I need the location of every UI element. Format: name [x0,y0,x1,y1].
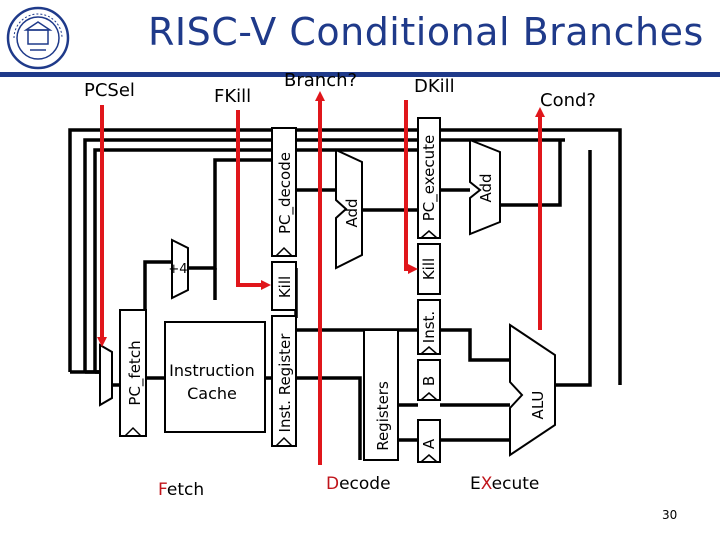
kill-execute-label: Kill [420,258,438,280]
stage-execute-rest: ecute [491,474,540,494]
reg-a-box [417,419,441,463]
kill-decode-box [271,261,297,311]
stage-decode-rest: ecode [339,474,391,494]
alu-label: ALU [529,391,547,420]
add-decode-label: Add [343,198,361,227]
stage-fetch: Fetch [158,480,204,500]
alu [509,323,556,457]
stage-decode-initial: D [326,474,340,494]
stage-execute-x: X [480,474,492,494]
add-decode [335,148,363,270]
reg-b-label: B [420,376,438,386]
page-title: RISC-V Conditional Branches [148,10,704,54]
fkill-label: FKill [214,86,252,107]
page-number: 30 [662,508,678,522]
inst-execute-box [417,299,441,355]
dkill-label: DKill [414,76,455,97]
stage-execute-e: E [470,474,481,494]
add-execute-label: Add [477,173,495,202]
stage-decode: Decode [326,474,391,494]
branch-label: Branch? [284,70,358,91]
dkill-arrow [404,100,418,274]
pcsel-label: PCSel [84,80,135,101]
control-arrows [97,91,545,465]
kill-decode-label: Kill [276,276,294,298]
pc-decode-label: PC_decode [276,152,295,234]
icache-label-1: Instruction [169,361,255,380]
reg-a-label: A [420,438,438,449]
datapath-wires [68,128,622,460]
title-bar [0,0,720,77]
icache-label-2: Cache [187,384,237,403]
inst-register-decode [271,315,297,447]
pc-fetch-label: PC_fetch [126,340,145,405]
pc-fetch-register [119,309,147,437]
pc-decode-register [271,127,297,257]
add-execute [469,138,501,236]
pcsel-mux [99,343,113,407]
kill-execute-box [417,243,441,295]
stage-execute: EXecute [470,474,539,494]
inst-execute-label: Inst. [420,311,438,343]
plus4-adder [171,238,189,300]
reg-b-box [417,359,441,401]
pc-execute-label: PC_execute [420,135,439,222]
university-seal-icon [6,6,70,70]
registers-label: Registers [374,381,392,451]
inst-register-label: Inst. Register [276,333,294,433]
fkill-arrow [236,110,271,290]
stage-fetch-initial: F [158,480,167,500]
register-file [363,329,399,461]
plus4-label: +4 [168,262,187,277]
stage-fetch-rest: etch [166,480,205,500]
instruction-cache [164,321,266,433]
pc-execute-register [417,117,441,239]
cond-label: Cond? [540,90,596,111]
